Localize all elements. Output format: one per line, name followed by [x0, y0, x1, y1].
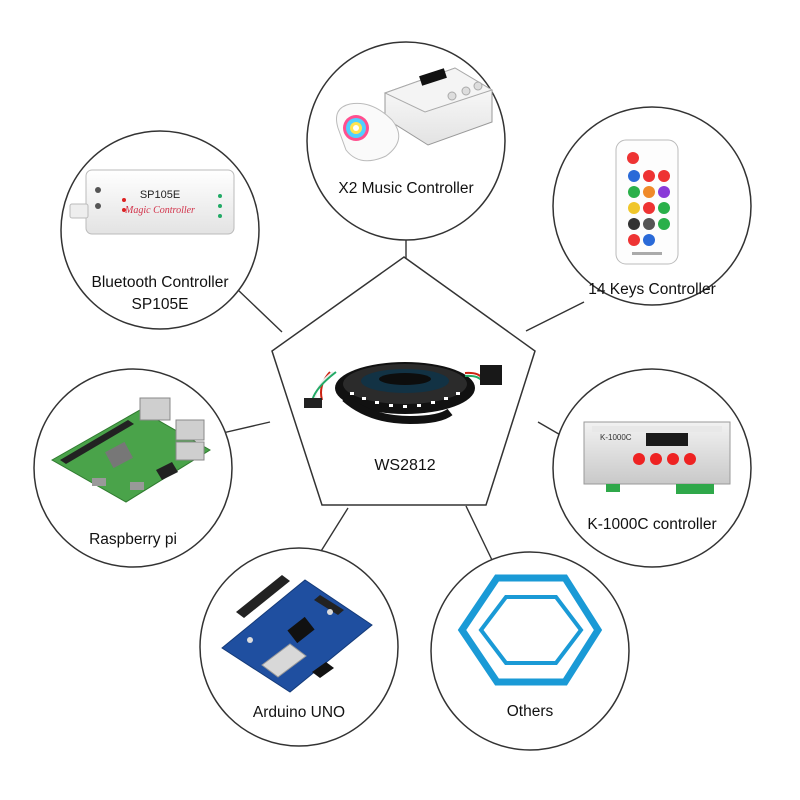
node-circle — [306, 41, 506, 241]
led-strip-reel-image — [304, 362, 502, 425]
raspberry-pi-board-image — [50, 397, 211, 503]
node-others: Others — [430, 551, 630, 751]
node-label: Others — [507, 703, 554, 720]
node-label-line-2: SP105E — [132, 296, 189, 313]
node-circle — [430, 551, 630, 751]
bluetooth-controller-box-image: SP105E Magic Controller — [69, 169, 235, 235]
arduino-uno-board-image — [221, 575, 373, 693]
hexagon-outline-icon — [457, 574, 603, 686]
sp105e-title-text: SP105E — [140, 189, 180, 201]
node-label: 14 Keys Controller — [588, 281, 716, 298]
node-raspberry-pi: Raspberry pi — [33, 368, 233, 568]
k-1000c-controller-box-image: K-1000C — [583, 421, 731, 494]
ir-remote-14-keys-image — [615, 139, 679, 265]
node-bluetooth-controller: SP105E Magic Controller Bluetooth Contro… — [60, 130, 260, 330]
node-label-line-1: Bluetooth Controller — [92, 274, 229, 291]
node-label: X2 Music Controller — [338, 180, 473, 197]
connector-line — [465, 505, 493, 561]
node-14-keys-controller: 14 Keys Controller — [552, 106, 752, 306]
node-k1000c-controller: K-1000C K-1000C controller — [552, 368, 752, 568]
connector-lines — [213, 222, 585, 561]
music-controller-with-rf-remote-image — [336, 67, 494, 162]
connector-line — [236, 288, 283, 333]
node-x2-music-controller: X2 Music Controller — [306, 41, 506, 241]
node-arduino-uno: Arduino UNO — [199, 547, 399, 747]
node-label: Arduino UNO — [253, 704, 345, 721]
k1000c-title-text: K-1000C — [600, 433, 632, 442]
center-node: WS2812 — [271, 256, 536, 506]
connector-line — [525, 301, 585, 332]
sp105e-subtitle-text: Magic Controller — [124, 205, 195, 216]
node-label: K-1000C controller — [587, 516, 716, 533]
connector-line — [317, 507, 349, 557]
node-label: Raspberry pi — [89, 531, 177, 548]
center-label: WS2812 — [374, 457, 435, 474]
